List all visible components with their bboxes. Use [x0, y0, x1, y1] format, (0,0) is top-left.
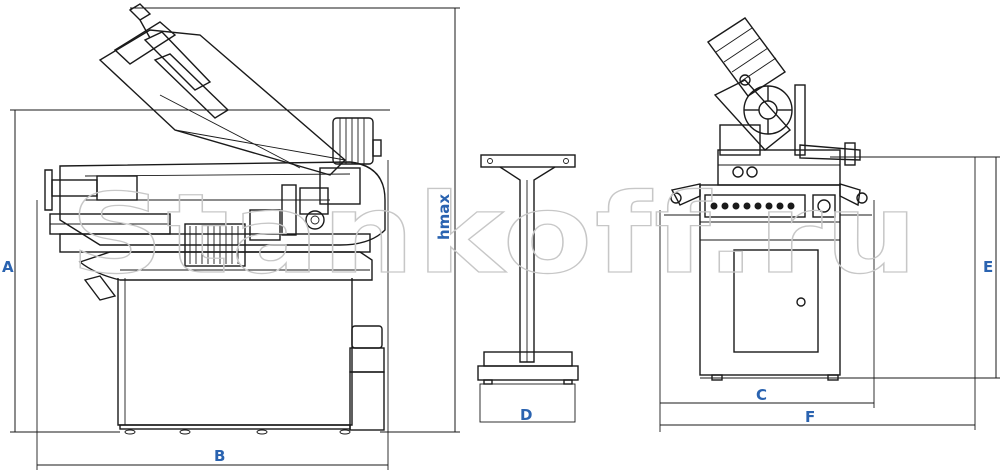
raised-saw-head: [98, 3, 347, 176]
label-e: E: [983, 258, 993, 276]
dimension-hmax: [130, 7, 460, 433]
control-panel: [704, 194, 836, 218]
blade-guide-block: [184, 184, 325, 267]
stand-view: [477, 154, 579, 423]
label-a: A: [2, 258, 14, 276]
base-cabinet: [117, 278, 353, 435]
front-saw-head: [713, 79, 861, 186]
label-d: D: [520, 406, 532, 424]
saw-arm: [59, 161, 386, 246]
dimension-e: [700, 156, 1000, 379]
side-view: [10, 3, 460, 470]
front-view: [659, 17, 1000, 432]
label-c: C: [756, 386, 767, 404]
label-f: F: [805, 408, 815, 426]
watermark-text: Stankoff.ru: [70, 170, 920, 298]
label-hmax: hmax: [435, 194, 453, 240]
front-motor: [706, 17, 787, 97]
dimension-b: [36, 160, 389, 470]
coolant-pump: [349, 325, 385, 431]
support-arms: [664, 183, 872, 216]
label-b: B: [214, 447, 225, 465]
dimension-a: [10, 109, 390, 433]
motor: [332, 117, 382, 165]
dimension-d: [479, 383, 576, 423]
dimension-c: [659, 200, 875, 432]
work-table: [78, 251, 373, 301]
dimension-f: [660, 157, 976, 430]
